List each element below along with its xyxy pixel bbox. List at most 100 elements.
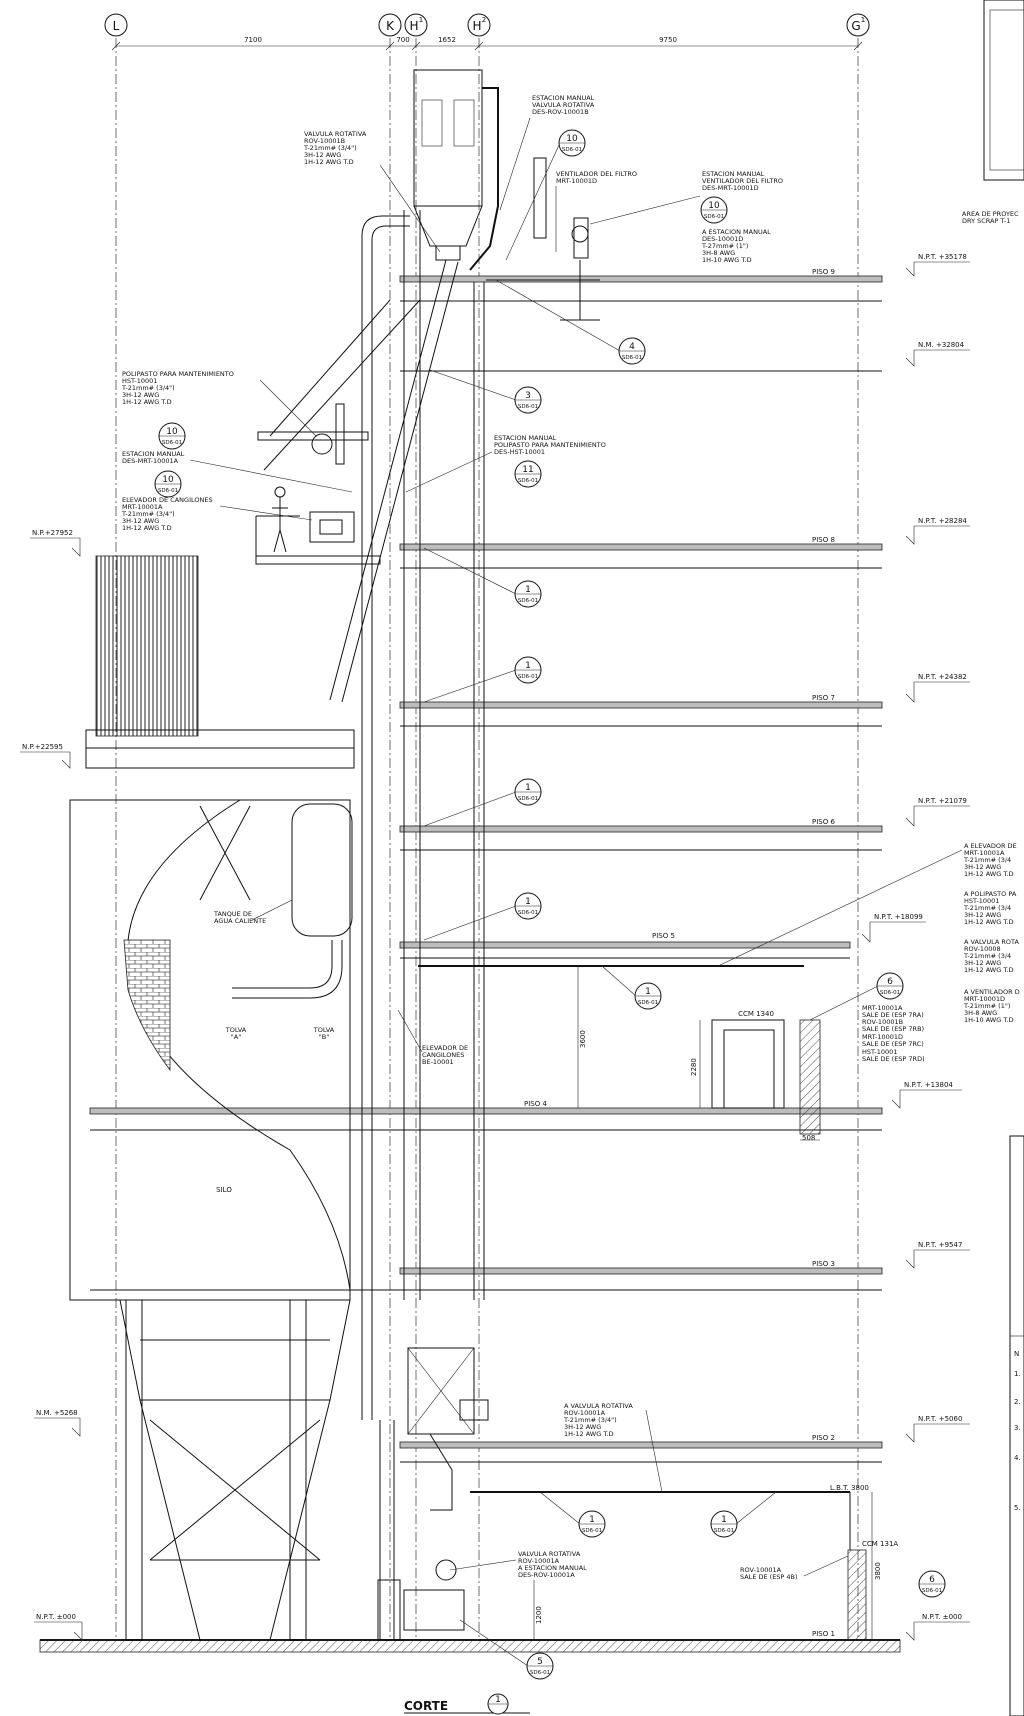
- floor-label-3: PISO 3: [812, 1260, 835, 1268]
- hopper-pipe: [232, 940, 343, 999]
- svg-text:N.P.T. ±000: N.P.T. ±000: [922, 1613, 962, 1621]
- detail-bubble-1-piso7: 1 SD6-01: [423, 656, 542, 703]
- section-title-number: 1: [495, 1695, 501, 1705]
- floor-label-1: PISO 1: [812, 1630, 835, 1638]
- svg-text:SD6-01: SD6-01: [158, 488, 178, 494]
- level-lbt-3800: L.B.T. 3800: [830, 1484, 869, 1492]
- detail-bubble-10-station: 10 SD6-01: [154, 470, 182, 498]
- level-npt-21079: N.P.T. +21079: [905, 797, 970, 827]
- level-npt-35178: N.P.T. +35178: [905, 253, 970, 277]
- detail-bubble-10-hoist: 10 SD6-01: [158, 422, 186, 450]
- svg-text:1: 1: [861, 16, 865, 24]
- floor-label-4: PISO 4: [524, 1100, 547, 1108]
- level-npt-9547: N.P.T. +9547: [905, 1241, 970, 1269]
- fan-motor: [486, 157, 600, 321]
- dimensions: 3600 2280 508 3800 1200: [533, 966, 882, 1640]
- svg-text:N.M. +32804: N.M. +32804: [918, 341, 965, 349]
- svg-text:SD6-01: SD6-01: [582, 1528, 602, 1534]
- svg-text:1: 1: [525, 897, 531, 907]
- svg-text:SD6-01: SD6-01: [530, 1670, 550, 1676]
- svg-text:TOLVA"A": TOLVA"A": [225, 1026, 247, 1041]
- detail-bubble-1-tray: 1 SD6-01: [601, 965, 662, 1010]
- label-tolva-b: TOLVA"B": [313, 1026, 335, 1041]
- diagonal-chute: [263, 259, 459, 703]
- floor-label-2: PISO 2: [812, 1434, 835, 1442]
- svg-text:N.P.T. +13804: N.P.T. +13804: [904, 1081, 953, 1089]
- detail-bubble-5: 5 SD6-01: [459, 1619, 554, 1680]
- svg-text:N.P.T. +5060: N.P.T. +5060: [918, 1415, 962, 1423]
- svg-text:SD6-01: SD6-01: [518, 478, 538, 484]
- dim-1652: 1652: [438, 36, 456, 44]
- dim-3600: 3600: [579, 1030, 587, 1048]
- svg-text:2.: 2.: [1014, 1398, 1021, 1406]
- svg-text:10: 10: [566, 134, 578, 144]
- grid-bubble-L: L: [104, 13, 128, 37]
- top-dimension-line: 7100 700 1652 9750: [111, 36, 863, 51]
- level-npt-000-right: N.P.T. ±000: [905, 1613, 970, 1641]
- svg-text:4: 4: [629, 342, 635, 352]
- svg-text:SD6-01: SD6-01: [518, 796, 538, 802]
- dust-filter-unit: [413, 69, 483, 261]
- floor-label-8: PISO 8: [812, 536, 835, 544]
- svg-text:SD6-01: SD6-01: [518, 910, 538, 916]
- svg-text:SD6-01: SD6-01: [518, 674, 538, 680]
- svg-text:10: 10: [166, 427, 178, 437]
- svg-text:SD6-01: SD6-01: [880, 990, 900, 996]
- dim-1200: 1200: [535, 1606, 543, 1624]
- floor-label-9: PISO 9: [812, 268, 835, 276]
- svg-text:K: K: [386, 19, 395, 33]
- svg-text:N.P.+27952: N.P.+27952: [32, 529, 73, 537]
- level-npt-000-left: N.P.T. ±000: [34, 1613, 83, 1641]
- detail-bubble-6-ccm131a: 6 SD6-01: [918, 1570, 946, 1598]
- svg-text:N.P.T. +28284: N.P.T. +28284: [918, 517, 967, 525]
- dim-3800: 3800: [874, 1562, 882, 1580]
- svg-text:SD6-01: SD6-01: [638, 1000, 658, 1006]
- floor-label-7: PISO 7: [812, 694, 835, 702]
- detail-bubble-10-top: 10 SD6-01: [505, 129, 586, 261]
- svg-text:N.P.T. +21079: N.P.T. +21079: [918, 797, 967, 805]
- equipment-lower: [377, 1347, 489, 1641]
- svg-text:N.P.T. +18099: N.P.T. +18099: [874, 913, 923, 921]
- detail-bubble-10-fan: 10 SD6-01: [700, 196, 728, 224]
- level-npt-24382: N.P.T. +24382: [905, 673, 970, 703]
- notes-frame-fragment: N 1. 2. 3. 4. 5.: [1009, 1135, 1024, 1716]
- label-silo: SILO: [216, 1186, 232, 1194]
- svg-text:10: 10: [162, 475, 174, 485]
- svg-text:SD6-01: SD6-01: [518, 404, 538, 410]
- columns: [403, 210, 485, 1300]
- svg-text:1: 1: [419, 16, 423, 24]
- level-np-27952: N.P.+27952: [30, 529, 81, 557]
- label-ccm-1340: CCM 1340: [738, 1010, 774, 1018]
- mezzanine-platform: [85, 729, 355, 769]
- svg-text:L: L: [113, 19, 120, 33]
- svg-text:3.: 3.: [1014, 1424, 1021, 1432]
- detail-bubble-4: 4 SD6-01: [495, 279, 646, 365]
- elevator-platform: [255, 486, 381, 565]
- worker-figure: [272, 486, 288, 553]
- dim-7100: 7100: [244, 36, 262, 44]
- svg-text:1: 1: [645, 987, 651, 997]
- dim-508: 508: [802, 1134, 815, 1142]
- maintenance-hoist-beam: [257, 299, 391, 465]
